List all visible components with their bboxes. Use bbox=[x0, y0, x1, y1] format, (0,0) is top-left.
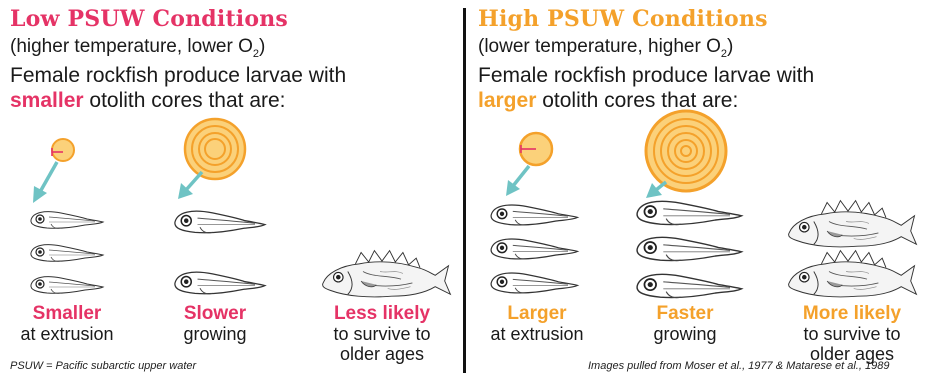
larva-icon bbox=[491, 239, 578, 259]
teal-arrow-icon bbox=[506, 166, 529, 196]
teal-arrow-icon bbox=[33, 162, 57, 203]
otolith-core-icon bbox=[52, 139, 74, 161]
larva-icon bbox=[637, 274, 742, 297]
larva-icon bbox=[491, 273, 578, 293]
teal-arrow-icon bbox=[646, 182, 666, 198]
larva-icon bbox=[637, 237, 742, 260]
otolith-rings-icon bbox=[185, 119, 245, 179]
juvenile-rockfish-icon bbox=[789, 251, 917, 297]
larva-icon bbox=[31, 212, 103, 229]
larva-icon bbox=[637, 201, 742, 224]
larva-icon bbox=[31, 245, 103, 262]
larva-icon bbox=[175, 272, 265, 294]
juvenile-rockfish-icon bbox=[323, 251, 451, 297]
otolith-core-icon bbox=[520, 133, 552, 165]
otolith-rings-icon bbox=[646, 111, 726, 191]
larva-icon bbox=[31, 277, 103, 294]
juvenile-rockfish-icon bbox=[789, 201, 917, 247]
larva-icon bbox=[491, 205, 578, 225]
teal-arrow-icon bbox=[178, 172, 202, 199]
larva-icon bbox=[175, 211, 265, 233]
